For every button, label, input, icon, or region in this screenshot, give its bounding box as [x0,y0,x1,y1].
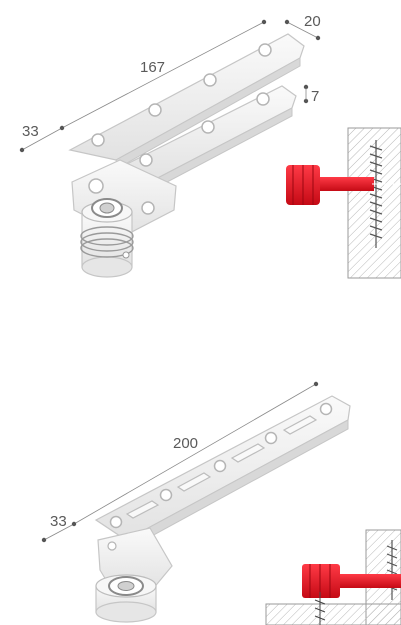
top-length-label: 167 [140,59,165,76]
bottom-long-arm [94,395,351,550]
top-hinge-drawing: 167 20 33 7 [19,13,321,278]
top-dimension-dots [19,19,321,153]
bottom-length-label: 200 [173,435,198,452]
bottom-offset-label: 33 [50,513,67,530]
top-width-label: 20 [304,13,321,30]
bottom-hinge-drawing: 200 33 [41,381,351,623]
top-screw-icon [369,140,383,248]
top-thickness-label: 7 [311,88,319,105]
top-lower-arm [123,85,297,191]
bottom-pivot-foot [95,527,173,623]
bottom-dimension-dots [41,381,319,543]
bottom-dimension-lines [43,383,317,541]
bottom-mounting-detail [265,529,401,625]
top-red-pivot [286,165,374,205]
top-mounting-detail [286,127,401,279]
bottom-red-pivot [302,564,401,598]
bottom-screw-icon [386,540,398,600]
top-offset-label: 33 [22,123,39,140]
top-upper-arm [68,33,305,169]
bottom-anchor-icon [314,592,326,625]
top-pivot-cylinder [80,198,134,278]
top-dimension-lines [21,21,319,151]
